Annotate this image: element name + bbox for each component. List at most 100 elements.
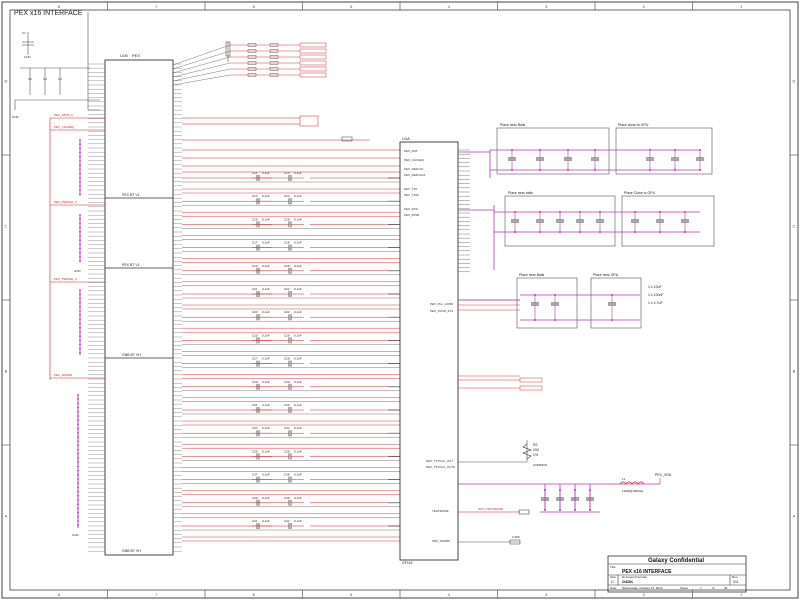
left-ic-body: [104, 59, 174, 556]
border-col-label: 8: [58, 592, 61, 597]
right-ic-part: GF116: [402, 561, 412, 565]
border-col-label: 1: [740, 4, 743, 9]
cap-ref: C26: [284, 333, 290, 337]
title-block-company: Galaxy Confidential: [648, 558, 704, 564]
right-ic-pin-tx0: PEX_TX0: [404, 187, 418, 191]
cap-ref: C11: [252, 171, 258, 175]
svg-text:COMMON: COMMON: [533, 463, 547, 467]
cap-ref: C33: [252, 426, 258, 430]
border-row-label: C: [793, 224, 796, 229]
cap-ref: C41: [252, 519, 258, 523]
cap-ref: C24: [284, 310, 290, 314]
decoupling-box-2: Place close to GPU: [615, 123, 713, 175]
svg-text:Place Close to GPU: Place Close to GPU: [624, 191, 656, 195]
left-ic-part: PEX: [132, 53, 140, 58]
border-col-label: 4: [448, 592, 451, 597]
svg-text:of: of: [712, 586, 715, 590]
svg-text:Sheet: Sheet: [680, 586, 688, 590]
right-ic-pin-termp: PEX_TERMP: [432, 539, 450, 543]
cap-value: 0.1uF: [262, 241, 270, 245]
left-ic-bank-dividers: [105, 197, 173, 359]
border-col-label: 4: [448, 4, 451, 9]
cap-value: 0.1uF: [262, 194, 270, 198]
cap-value: 0.1uF: [262, 473, 270, 477]
svg-text:GND: GND: [72, 533, 80, 537]
resistor-r2: R2 200 1% COMMON: [458, 440, 547, 467]
cap-ref: C22: [284, 287, 290, 291]
cap-value: 0.1uF: [294, 287, 302, 291]
side-note-3: 1 x 4.7uF: [648, 301, 663, 305]
svg-text:G4DK: G4DK: [622, 579, 633, 584]
svg-text:120R@100MHz: 120R@100MHz: [622, 489, 644, 493]
cap-ref: C20: [284, 264, 290, 268]
svg-text:C4: C4: [58, 77, 62, 81]
left-ic-bank-1: PEX BT VL: [122, 193, 140, 197]
border-col-label: 1: [740, 592, 743, 597]
border-col-label: 6: [253, 592, 256, 597]
cap-value: 0.1uF: [262, 426, 270, 430]
svg-text:Place close to GPU: Place close to GPU: [618, 123, 649, 127]
border-col-label: 5: [350, 592, 353, 597]
svg-text:C2: C2: [28, 77, 32, 81]
cap-ref: C25: [252, 333, 258, 337]
cap-ref: C37: [252, 473, 258, 477]
svg-text:C: C: [611, 579, 614, 584]
cap-value: 0.1uF: [262, 496, 270, 500]
cap-value: 0.1uF: [262, 380, 270, 384]
side-note-1: 1 x 10uF: [648, 285, 662, 289]
cap-value: 0.1uF: [262, 333, 270, 337]
right-ic-right-stubs: [458, 149, 543, 391]
border-col-label: 3: [545, 592, 548, 597]
border-col-label: 7: [155, 4, 158, 9]
svg-text:R2: R2: [533, 443, 538, 447]
border-row-label: B: [5, 369, 8, 374]
cap-value: 0.1uF: [262, 449, 270, 453]
svg-text:Place near GPU: Place near GPU: [593, 273, 619, 277]
cap-ref: C29: [252, 380, 258, 384]
cap-ref: C15: [252, 217, 258, 221]
svg-text:C1: C1: [22, 31, 26, 35]
border-col-label: 3: [545, 4, 548, 9]
sheet-title: PEX x16 INTERFACE: [14, 10, 83, 17]
cap-value: 0.1uF: [262, 217, 270, 221]
border-col-label: 5: [350, 4, 353, 9]
cap-value: 0.1uF: [262, 287, 270, 291]
right-ic-pin-tx0-n: PEX_TX0#: [404, 193, 419, 197]
decoupling-box-5: Place near Balls: [516, 273, 578, 329]
svg-text:PEX_VDD: PEX_VDD: [655, 473, 672, 477]
svg-text:PEX_WAKE#: PEX_WAKE#: [54, 373, 72, 377]
right-ic-pin-refclk: PEX_REFCLK: [404, 167, 424, 171]
cap-value: 0.1uF: [262, 264, 270, 268]
right-ic-pin-rx0-n: PEX_RX0#: [404, 213, 420, 217]
right-ic-pin-refclk-n: PEX_REFCLK#: [404, 173, 426, 177]
cap-value: 0.1uF: [294, 496, 302, 500]
cap-ref: C32: [284, 403, 290, 407]
left-buses: [49, 117, 105, 380]
border-row-label: B: [793, 369, 796, 374]
svg-text:PEX_RST#_C: PEX_RST#_C: [54, 113, 74, 117]
svg-text:Place near Balls: Place near Balls: [500, 123, 526, 127]
cap-ref: C39: [252, 496, 258, 500]
cap-value: 0.1uF: [262, 171, 270, 175]
svg-text:33: 33: [724, 586, 728, 590]
svg-text:Wednesday, October 27, 2010: Wednesday, October 27, 2010: [622, 586, 663, 590]
svg-text:Rev: Rev: [732, 575, 738, 579]
cap-ref: C36: [284, 449, 290, 453]
cap-ref: C12: [284, 171, 290, 175]
svg-text:PEX_PWRGD_X: PEX_PWRGD_X: [54, 277, 77, 281]
resistor-network-nets: [172, 42, 327, 86]
resistor-network: [225, 41, 231, 62]
cap-ref: C38: [284, 473, 290, 477]
svg-text:GND: GND: [24, 55, 32, 59]
border-col-label: 8: [58, 4, 61, 9]
cap-value: 0.1uF: [294, 403, 302, 407]
cap-value: 0.1uF: [294, 310, 302, 314]
border-col-label: 6: [253, 4, 256, 9]
svg-text:7: 7: [700, 586, 702, 590]
decoupling-box-3: Place near balls: [504, 191, 616, 247]
cap-value: 0.1uF: [294, 473, 302, 477]
cap-value: 0.1uF: [294, 194, 302, 198]
svg-text:Size: Size: [610, 575, 616, 579]
